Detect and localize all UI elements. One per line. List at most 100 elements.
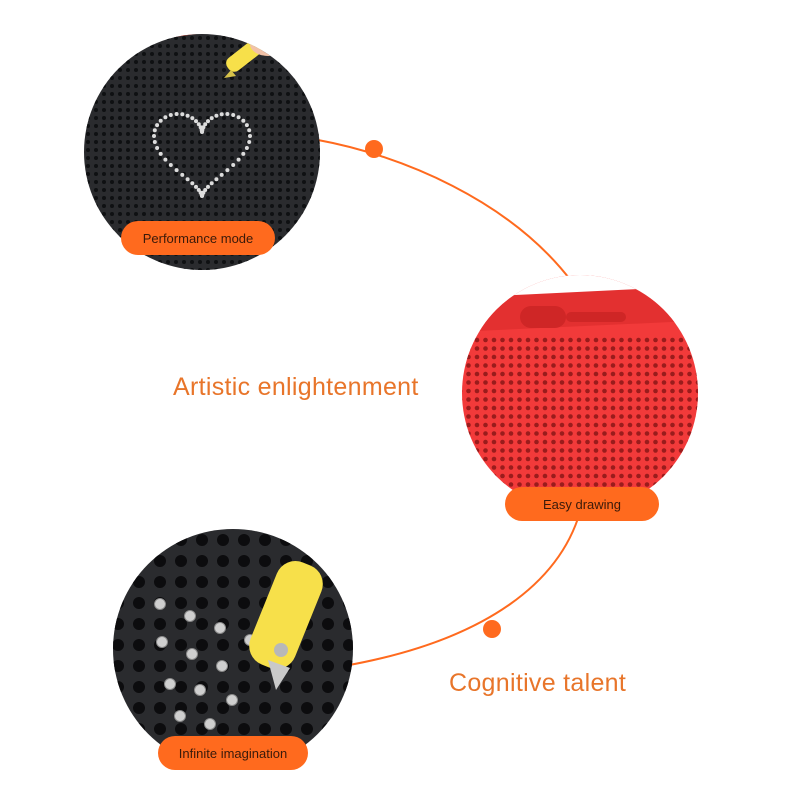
board-hole: [491, 439, 497, 445]
board-hole: [118, 116, 122, 120]
board-hole: [302, 220, 306, 224]
board-hole: [126, 268, 130, 270]
board-hole: [190, 172, 194, 176]
board-hole: [653, 371, 658, 377]
board-hole: [133, 723, 145, 735]
board-hole: [678, 363, 684, 368]
board-hole: [102, 68, 106, 72]
board-hole: [150, 76, 154, 80]
board-hole: [462, 473, 463, 479]
board-hole: [86, 220, 90, 224]
board-hole: [644, 465, 650, 470]
board-hole: [610, 482, 616, 487]
board-hole: [270, 132, 274, 136]
board-hole: [318, 92, 320, 96]
board-hole: [246, 156, 250, 160]
board-hole: [602, 422, 607, 428]
board-hole: [302, 236, 306, 240]
board-hole: [174, 76, 178, 80]
board-hole: [661, 431, 667, 436]
board-hole: [636, 431, 641, 436]
board-hole: [318, 188, 320, 192]
board-hole: [270, 156, 274, 160]
board-hole: [214, 156, 218, 160]
board-hole: [585, 346, 590, 351]
board-hole: [462, 465, 463, 470]
board-hole: [302, 84, 306, 88]
drawn-dot: [190, 181, 195, 186]
board-hole: [113, 765, 124, 769]
board-hole: [150, 196, 154, 200]
board-hole: [678, 380, 684, 385]
board-hole: [262, 84, 266, 88]
board-hole: [318, 156, 320, 160]
board-hole: [222, 84, 226, 88]
board-hole: [262, 132, 266, 136]
drawn-dot: [247, 140, 252, 144]
steel-ball: [184, 610, 196, 622]
board-hole: [113, 534, 124, 546]
board-hole: [466, 465, 471, 470]
board-hole: [238, 108, 242, 112]
board-hole: [678, 346, 684, 351]
board-hole: [182, 84, 186, 88]
board-hole: [670, 482, 675, 487]
board-hole: [118, 124, 122, 128]
board-hole: [150, 156, 154, 160]
board-hole: [222, 92, 226, 96]
board-hole: [86, 124, 90, 128]
board-hole: [134, 52, 138, 56]
board-hole: [483, 465, 488, 470]
board-hole: [542, 482, 548, 487]
board-hole: [278, 268, 282, 270]
board-hole: [190, 140, 194, 144]
board-hole: [134, 164, 138, 168]
board-hole: [619, 380, 624, 385]
board-hole: [627, 397, 633, 402]
board-hole: [294, 36, 298, 40]
board-hole: [343, 660, 353, 672]
board-hole: [491, 490, 497, 496]
board-hole: [196, 576, 208, 588]
board-hole: [619, 346, 624, 351]
board-hole: [500, 397, 505, 402]
board-hole: [94, 236, 98, 240]
board-hole: [86, 180, 90, 184]
board-hole: [110, 132, 114, 136]
headline-artistic-enlightenment: Artistic enlightenment: [173, 373, 419, 401]
board-hole: [568, 337, 573, 343]
board-hole: [94, 108, 98, 112]
board-hole: [462, 422, 463, 428]
board-hole: [568, 473, 573, 479]
board-hole: [154, 618, 166, 630]
board-hole: [534, 448, 539, 453]
board-hole: [687, 346, 692, 351]
board-hole: [500, 363, 505, 368]
board-hole: [302, 124, 306, 128]
board-hole: [126, 164, 130, 168]
board-hole: [483, 448, 488, 453]
board-hole: [134, 148, 138, 152]
board-hole: [175, 597, 187, 609]
board-hole: [126, 180, 130, 184]
board-hole: [318, 60, 320, 64]
board-hole: [262, 156, 266, 160]
board-hole: [158, 36, 162, 40]
board-hole: [695, 397, 698, 402]
board-hole: [214, 92, 218, 96]
board-hole: [661, 371, 667, 377]
board-hole: [310, 244, 314, 248]
board-hole: [551, 354, 556, 360]
board-hole: [222, 212, 226, 216]
board-hole: [118, 132, 122, 136]
board-hole: [286, 92, 290, 96]
board-hole: [110, 244, 114, 248]
board-hole: [534, 380, 539, 385]
board-hole: [678, 448, 684, 453]
board-hole: [230, 140, 234, 144]
board-hole: [602, 337, 607, 343]
board-hole: [474, 473, 480, 479]
board-hole: [118, 76, 122, 80]
board-hole: [134, 140, 138, 144]
board-hole: [158, 164, 162, 168]
